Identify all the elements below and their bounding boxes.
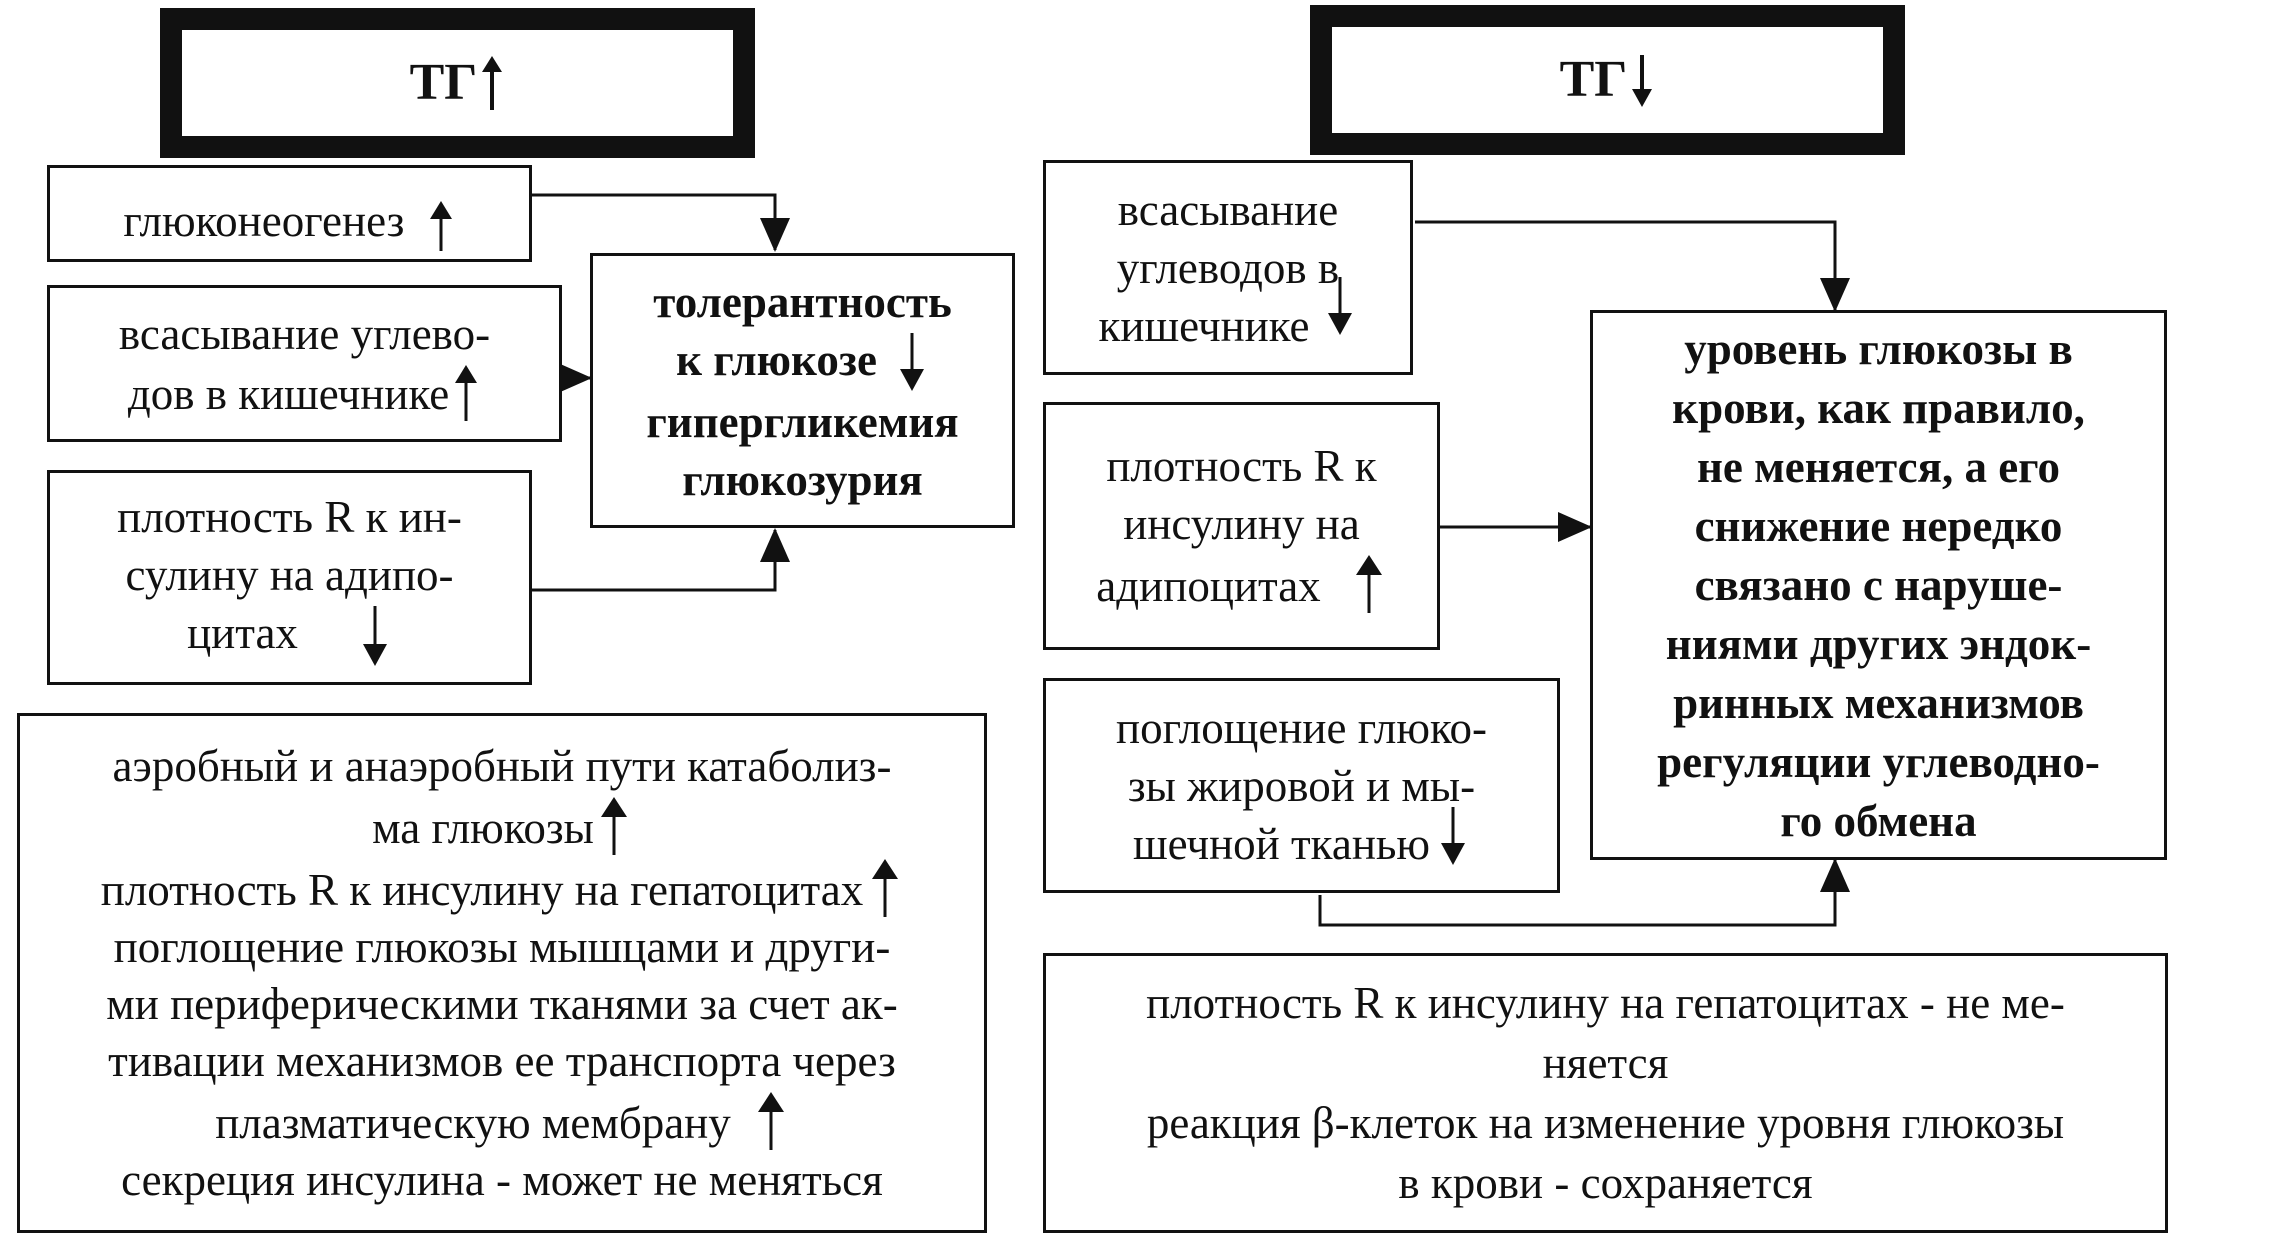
- right-result-line-8: регуляции углеводно-: [1657, 736, 2100, 787]
- right-arrow-uptake-to-result: [1318, 858, 1850, 927]
- left-catabolism-line-2: ма глюкозы: [372, 802, 594, 853]
- right-result-line-5: связано с наруше-: [1694, 559, 2063, 610]
- right-uptake-line-2: зы жировой и мы-: [1127, 760, 1476, 811]
- left-header-box: ТГ: [160, 8, 755, 158]
- left-catabolism-line-7: плазматическую мембрану: [215, 1097, 731, 1148]
- right-result-line-3: не меняется, а его: [1696, 441, 2061, 492]
- arrow-down-icon: [362, 605, 387, 666]
- left-catabolism-line-1: аэробный и анаэробный пути катаболиз-: [112, 740, 892, 791]
- left-density-box: плотность R к ин- сулину на адипо- цитах: [47, 470, 532, 685]
- right-result-line-2: крови, как правило,: [1672, 382, 2085, 433]
- left-gluconeogenesis-text: глюконеогенез: [123, 196, 405, 247]
- right-uptake-line-1: поглощение глюко-: [1115, 702, 1488, 753]
- right-result-line-4: снижение нередко: [1694, 500, 2063, 551]
- right-hepatocyte-box: плотность R к инсулину на гепатоцитах - …: [1043, 953, 2168, 1233]
- left-tolerance-line-2: к глюкозе: [676, 334, 877, 385]
- left-density-line-2: сулину на адипо-: [125, 549, 454, 600]
- right-density-line-1: плотность R к: [1106, 441, 1377, 491]
- arrow-up-icon: [429, 200, 452, 251]
- left-catabolism-line-4: поглощение глюкозы мышцами и други-: [113, 921, 891, 972]
- right-hepatocyte-line-4: в крови - сохраняется: [1398, 1158, 1813, 1208]
- arrow-down-icon: [899, 332, 924, 391]
- left-catabolism-line-3: плотность R к инсулину на гепатоцитах: [100, 864, 864, 915]
- right-arrow-absorption-to-result: [1415, 220, 1850, 312]
- arrow-up-icon: [872, 858, 899, 917]
- right-hepatocyte-line-3: реакция β-клеток на изменение уровня глю…: [1146, 1098, 2065, 1148]
- left-header-text: ТГ: [409, 54, 478, 111]
- arrow-up-icon: [757, 1091, 784, 1150]
- arrow-down-icon: [1328, 276, 1353, 335]
- left-catabolism-line-5: ми периферическими тканями за счет ак-: [106, 978, 898, 1029]
- left-absorption-box: всасывание углево- дов в кишечнике: [47, 285, 562, 442]
- arrow-down-icon: [1441, 806, 1466, 865]
- arrow-up-icon: [1355, 555, 1382, 613]
- left-absorption-line-1: всасывание углево-: [118, 308, 491, 359]
- right-result-line-6: ниями других эндок-: [1665, 618, 2092, 669]
- right-density-line-3: адипоцитах: [1096, 561, 1321, 611]
- right-glucose-level-box: уровень глюкозы в крови, как правило, не…: [1590, 310, 2167, 860]
- right-absorption-line-2: углеводов в: [1116, 242, 1340, 293]
- arrow-down-icon: [1632, 55, 1653, 107]
- right-hepatocyte-line-2: няется: [1542, 1038, 1669, 1088]
- left-arrow-density-to-center: [530, 528, 790, 592]
- left-tolerance-line-4: глюкозурия: [682, 454, 923, 505]
- left-tolerance-box: толерантность к глюкозе гипергликемия гл…: [590, 253, 1015, 528]
- arrow-up-icon: [455, 364, 478, 421]
- left-density-line-1: плотность R к ин-: [117, 491, 462, 542]
- left-gluconeogenesis-box: глюконеогенез: [47, 165, 532, 262]
- right-absorption-box: всасывание углеводов в кишечнике: [1043, 160, 1413, 375]
- right-absorption-line-1: всасывание: [1117, 184, 1339, 235]
- left-arrow-gluconeo-to-center: [530, 193, 790, 252]
- right-hepatocyte-line-1: плотность R к инсулину на гепатоцитах - …: [1146, 978, 2065, 1028]
- right-density-line-2: инсулину на: [1123, 499, 1360, 549]
- left-catabolism-line-8: секреция инсулина - может не меняться: [121, 1154, 883, 1205]
- right-result-line-9: го обмена: [1780, 795, 1977, 846]
- left-catabolism-box: аэробный и анаэробный пути катаболиз- ма…: [17, 713, 987, 1233]
- left-density-line-3: цитах: [187, 607, 298, 658]
- right-result-line-1: уровень глюкозы в: [1684, 323, 2073, 374]
- arrow-up-icon: [600, 796, 627, 855]
- left-tolerance-line-1: толерантность: [653, 276, 952, 327]
- right-absorption-line-3: кишечнике: [1098, 300, 1310, 351]
- left-catabolism-line-6: тивации механизмов ее транспорта через: [108, 1035, 896, 1086]
- right-density-box: плотность R к инсулину на адипоцитах: [1043, 402, 1440, 650]
- right-uptake-line-3: шечной тканью: [1132, 818, 1431, 869]
- right-result-line-7: ринных механизмов: [1673, 677, 2084, 728]
- arrow-up-icon: [482, 56, 503, 110]
- right-uptake-box: поглощение глюко- зы жировой и мы- шечно…: [1043, 678, 1560, 893]
- right-header-box: ТГ: [1310, 5, 1905, 155]
- left-tolerance-line-3: гипергликемия: [646, 396, 959, 447]
- left-absorption-line-2: дов в кишечнике: [127, 368, 450, 419]
- right-header-text: ТГ: [1559, 51, 1628, 108]
